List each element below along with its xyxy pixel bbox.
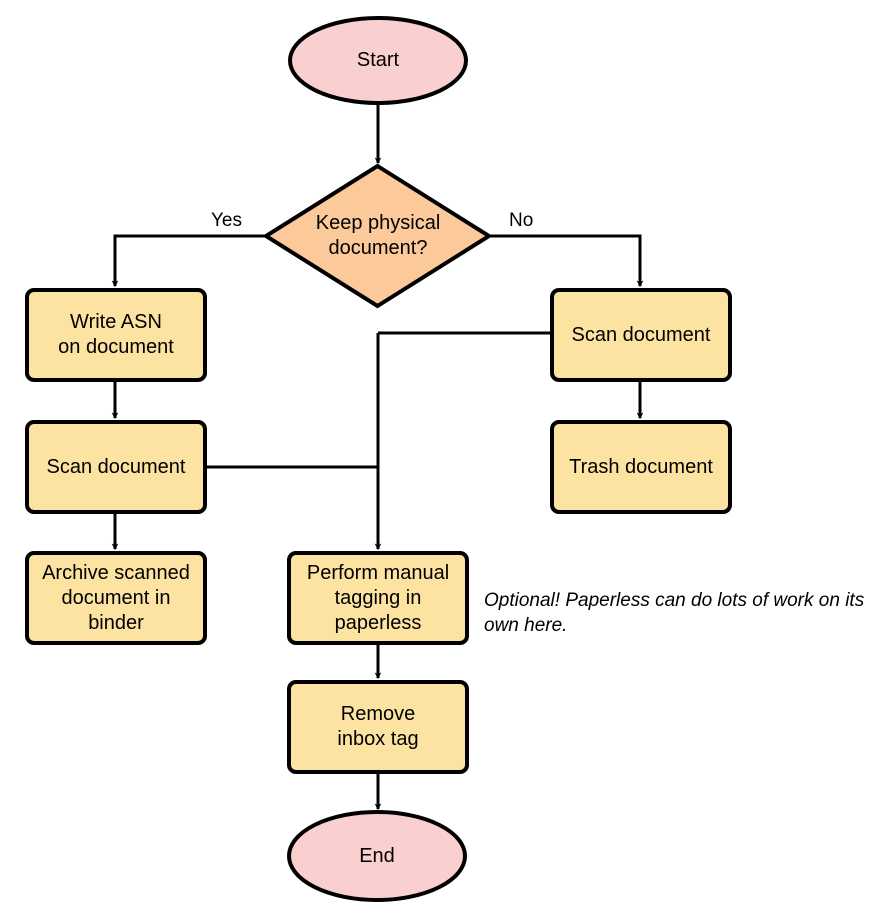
edge-keep-physical-yes-to-write-asn [111,234,266,288]
edge-label-yes: Yes [211,210,242,231]
node-start-shape[interactable] [288,16,468,105]
node-scan-right-shape[interactable] [550,288,732,382]
node-scan-left-shape[interactable] [25,420,207,514]
node-layer [25,16,732,902]
node-write-asn-shape[interactable] [25,288,207,382]
node-archive-binder-shape[interactable] [25,551,207,645]
edge-keep-physical-no-to-scan-right [489,234,644,288]
node-keep-physical-shape[interactable] [262,163,493,309]
node-remove-inbox-tag-shape[interactable] [287,680,469,774]
edge-label-no: No [509,210,534,231]
edge-layer [111,103,644,811]
node-end-shape[interactable] [287,810,467,902]
node-manual-tagging-shape[interactable] [287,551,469,645]
node-trash-shape[interactable] [550,420,732,514]
annotation-optional-note: Optional! Paperless can do lots of work … [484,590,865,636]
